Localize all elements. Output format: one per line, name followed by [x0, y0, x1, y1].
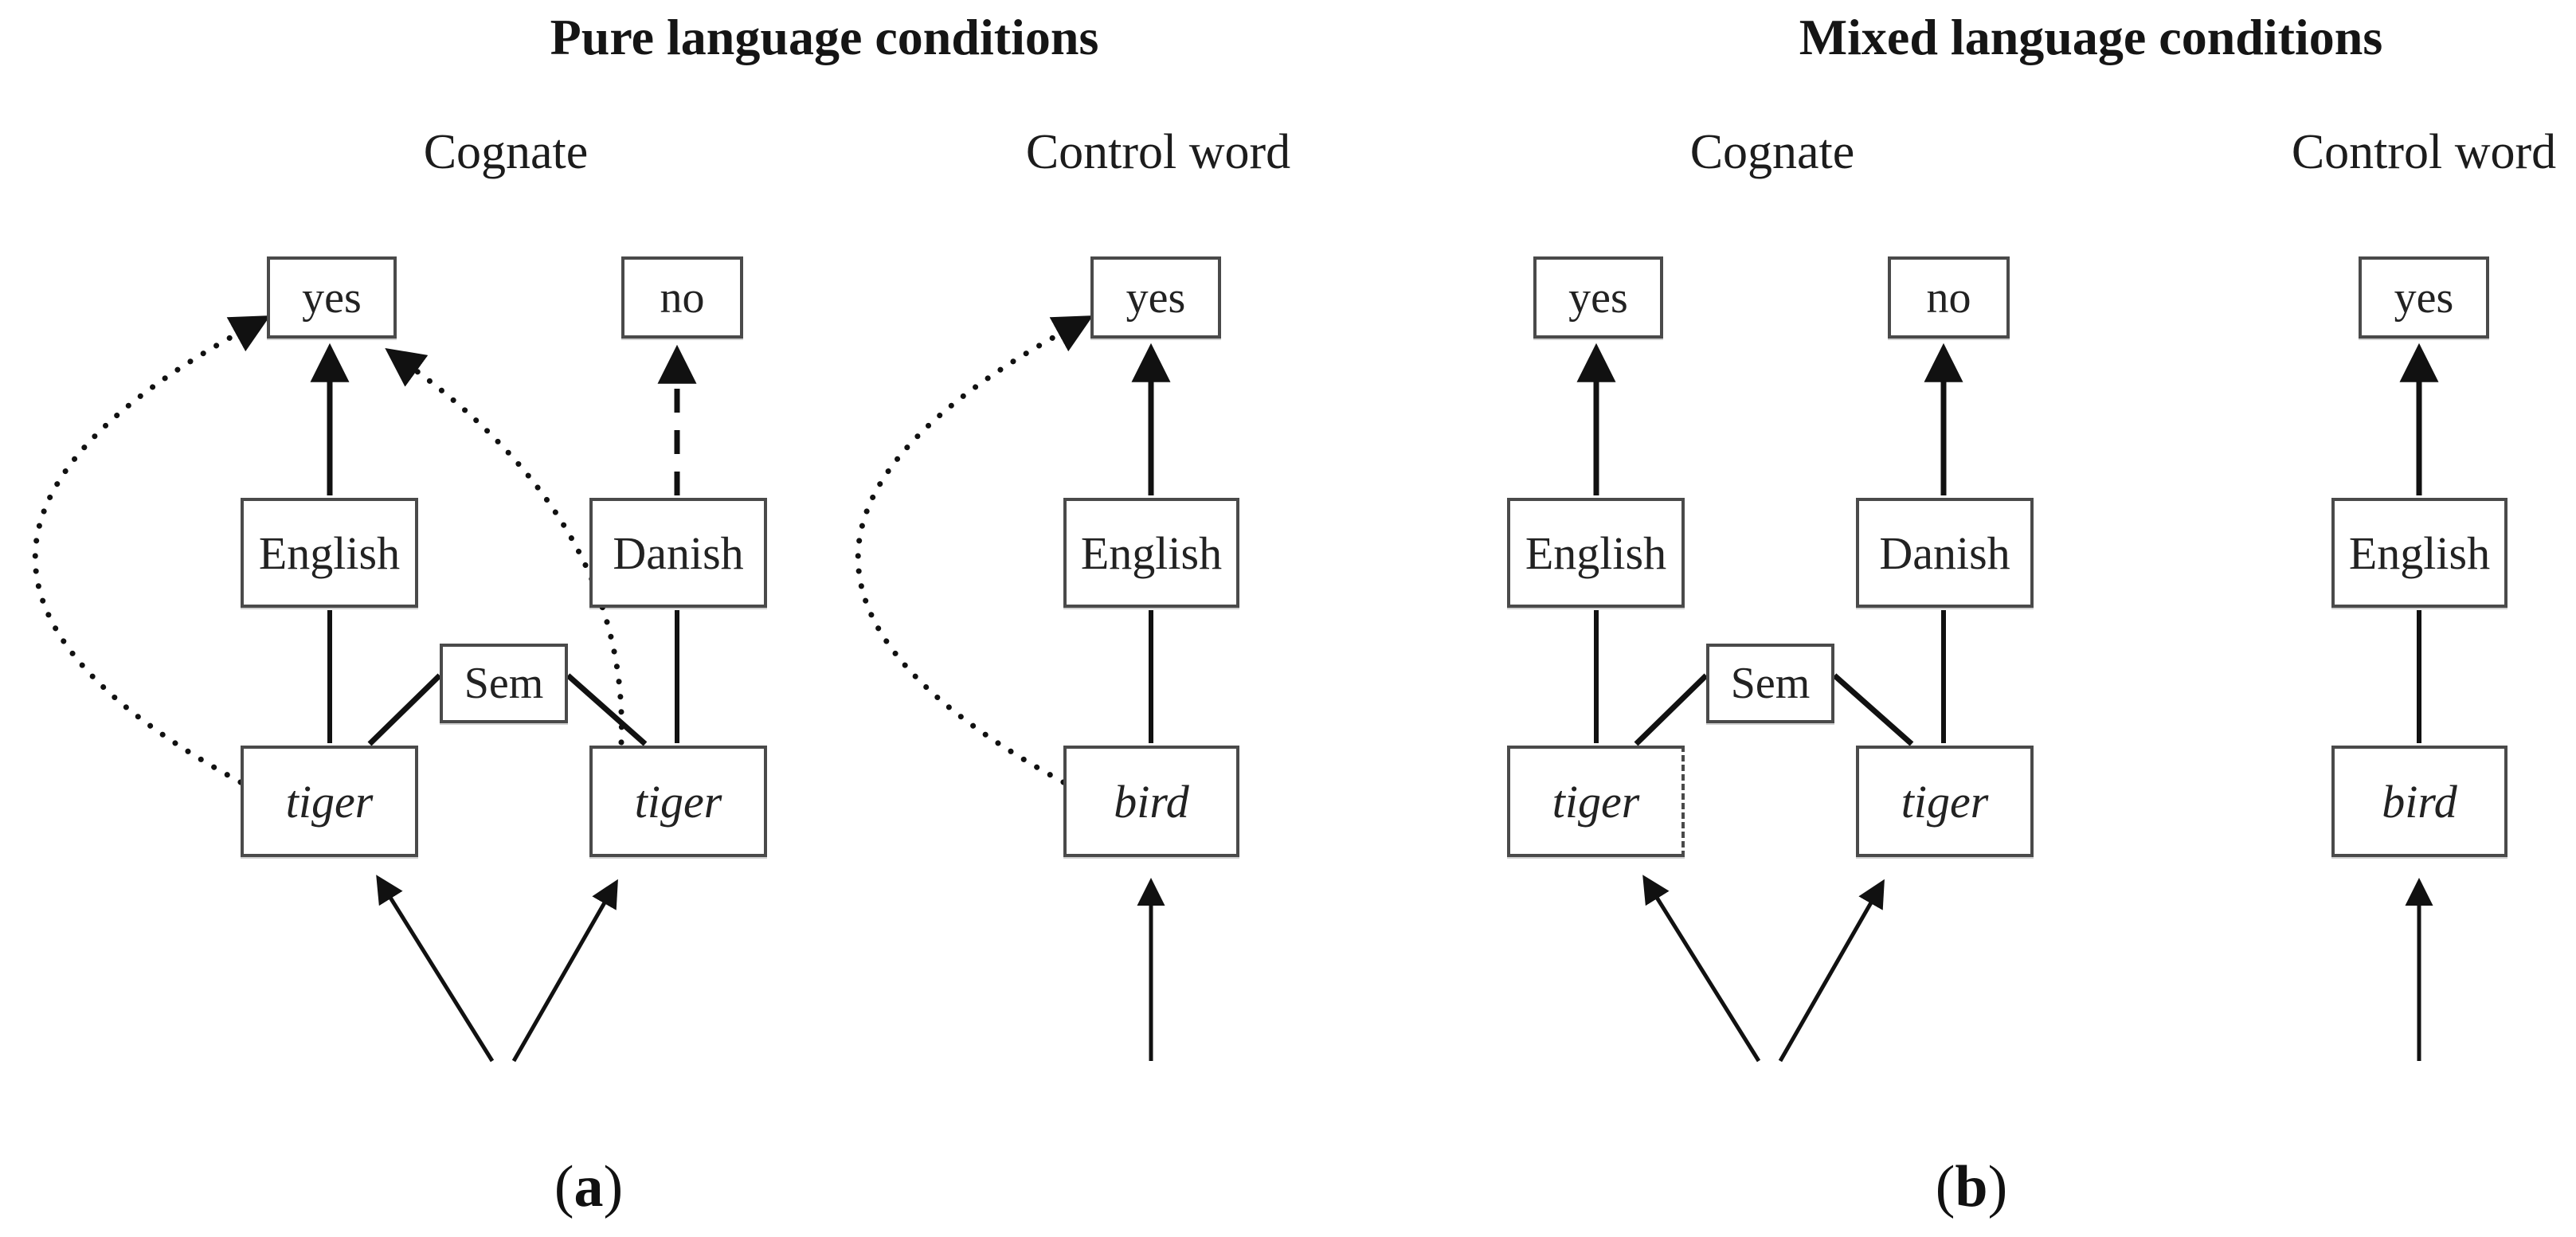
caption-a: (a) — [554, 1153, 623, 1221]
box-bird-pure: bird — [1063, 746, 1239, 857]
column-label-control-mixed: Control word — [2291, 125, 2557, 179]
box-sem-pure: Sem — [440, 644, 568, 723]
panel-title-pure: Pure language conditions — [550, 9, 1099, 65]
line-sem-to-tiger-right-mixed — [1832, 673, 1914, 746]
box-english-pure-cognate: English — [241, 498, 418, 608]
box-no-pure-cognate: no — [621, 256, 743, 339]
box-english-mixed-cognate: English — [1507, 498, 1685, 608]
arrow-dotted-arc-bird-to-yes — [855, 315, 1094, 785]
box-sem-mixed: Sem — [1706, 644, 1834, 723]
caption-b-letter: b — [1955, 1154, 1988, 1219]
box-yes-pure-control: yes — [1090, 256, 1221, 339]
arrow-stimulus-to-tiger-left — [376, 875, 495, 1063]
box-english-mixed-control: English — [2331, 498, 2507, 608]
box-danish-mixed-cognate: Danish — [1856, 498, 2034, 608]
arrow-dotted-diagonal-tiger-to-yes — [385, 347, 624, 746]
caption-a-close: ) — [603, 1154, 624, 1219]
box-yes-pure-cognate: yes — [267, 256, 397, 339]
panel-title-mixed: Mixed language conditions — [1799, 9, 2383, 65]
line-sem-to-tiger-left-mixed — [1634, 673, 1709, 746]
box-no-mixed-cognate: no — [1888, 256, 2010, 339]
column-label-control-pure: Control word — [1025, 125, 1291, 179]
caption-a-open: ( — [554, 1154, 574, 1219]
arrow-stimulus-to-tiger-left-mixed — [1642, 875, 1761, 1063]
box-bird-mixed: bird — [2331, 746, 2507, 857]
box-tiger-right-pure: tiger — [589, 746, 767, 857]
box-english-pure-control: English — [1063, 498, 1239, 608]
line-sem-to-tiger-right — [566, 673, 648, 746]
box-danish-pure-cognate: Danish — [589, 498, 767, 608]
arrow-stimulus-to-tiger-right-mixed — [1778, 879, 1885, 1063]
caption-a-letter: a — [574, 1154, 604, 1219]
box-tiger-right-mixed: tiger — [1856, 746, 2034, 857]
caption-b-open: ( — [1935, 1154, 1955, 1219]
caption-b: (b) — [1936, 1153, 2007, 1221]
box-tiger-left-mixed: tiger — [1507, 746, 1685, 857]
box-yes-mixed-cognate: yes — [1533, 256, 1663, 339]
column-label-cognate-mixed: Cognate — [1689, 125, 1855, 179]
box-yes-mixed-control: yes — [2359, 256, 2489, 339]
arrow-dotted-arc-tiger-to-yes — [32, 315, 271, 785]
caption-b-close: ) — [1987, 1154, 2008, 1219]
line-sem-to-tiger-left — [367, 673, 442, 746]
column-label-cognate-pure: Cognate — [423, 125, 589, 179]
box-tiger-left-pure: tiger — [241, 746, 418, 857]
arrow-stimulus-to-tiger-right — [511, 879, 618, 1063]
